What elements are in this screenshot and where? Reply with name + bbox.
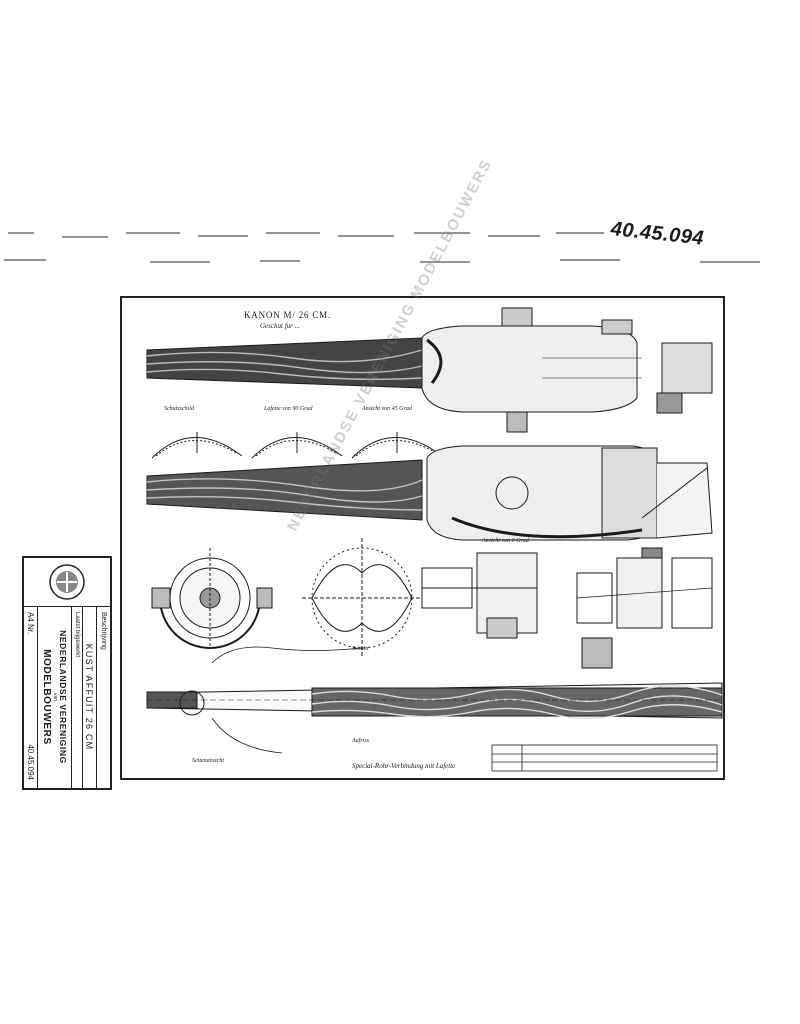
association-logo (24, 558, 110, 607)
gun-side-view (146, 445, 713, 541)
title-block-subheader: Laatst bijgewerkt (71, 606, 82, 788)
caption-2: Lafette von 90 Grad (264, 406, 313, 412)
org-line-1: NEDERLANDSE VERENIGING (58, 630, 68, 764)
drawing-title: KANON M/ 26 CM. (244, 310, 332, 320)
caption-6: Aufriss (352, 738, 370, 744)
caption-1: Schutzschild (164, 406, 194, 412)
caption-7: Seitenansicht (192, 758, 224, 764)
scan-artefact-lines (4, 232, 760, 263)
sheet-number: 40.45.094 (26, 744, 35, 780)
gun-drawing (146, 307, 723, 772)
org-line-2: van (52, 692, 58, 702)
caption-3: Ansicht von 45 Grad (362, 406, 412, 412)
gun-cross-section (302, 538, 422, 658)
title-block: Beschrijving KUST AFFUIT 26 CM Laatst bi… (22, 556, 112, 790)
sheet-label: A4 Nr. (26, 612, 35, 635)
drawing-subtitle: Geschut fur ... (260, 322, 300, 330)
org-line-3: MODELBOUWERS (41, 649, 52, 745)
technical-drawing-sheet: KANON M/ 26 CM. Geschut fur ... Schutzsc… (120, 156, 725, 780)
gun-front-view (151, 548, 273, 649)
barrel-longitudinal-section (146, 646, 723, 754)
sighting-arc-diagrams (151, 432, 443, 459)
title-block-sheet: A4 Nr. 40.45.094 (24, 606, 37, 788)
data-table (491, 744, 718, 772)
breech-mechanism-detail (421, 552, 538, 639)
gun-top-view (146, 307, 713, 433)
caption-5: Schnitt (352, 646, 369, 652)
title-block-name: KUST AFFUIT 26 CM (82, 606, 96, 788)
drawing-footnote: Special-Rohr-Verbindung mit Lafette (352, 762, 456, 770)
title-block-organisation: NEDERLANDSE VERENIGING van MODELBOUWERS (37, 606, 71, 788)
caption-4: Ansicht von 0 Grad (482, 538, 529, 544)
title-block-header: Beschrijving (96, 606, 110, 788)
mounting-detail (576, 547, 713, 669)
